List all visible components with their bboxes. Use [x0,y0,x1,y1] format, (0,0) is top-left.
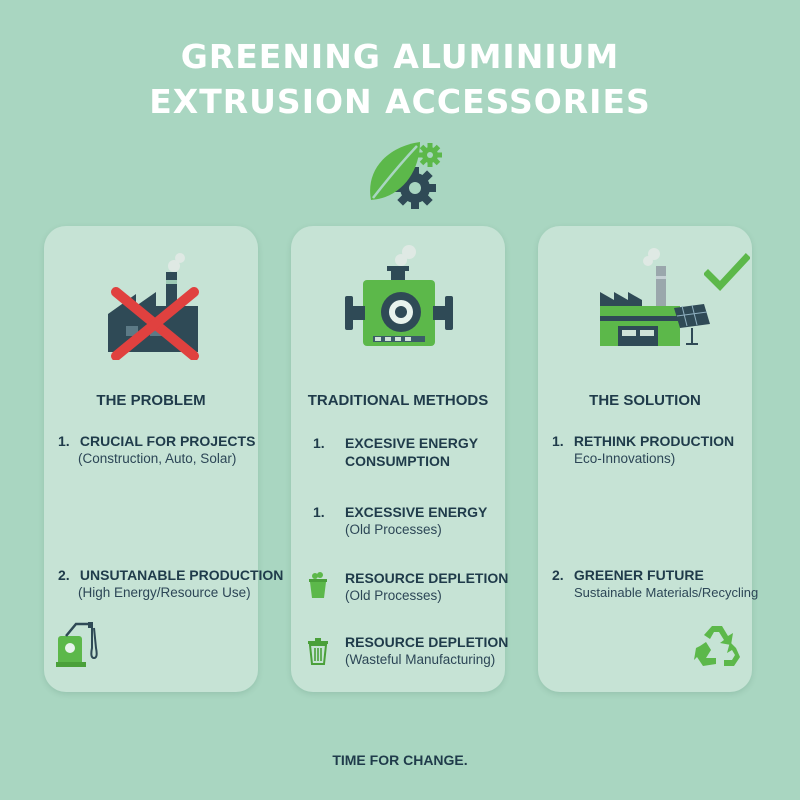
item-subtitle: Sustainable Materials/Recycling [574,585,759,600]
traditional-card: TRADITIONAL METHODS 1. EXCESIVE ENERGY C… [291,226,508,692]
list-item: 1. RETHINK PRODUCTION Eco-Innovations) [552,432,752,468]
item-subtitle: (High Energy/Resource Use) [78,585,251,600]
item-title: EXCESIVE ENERGY [345,435,479,451]
industrial-machine-icon [345,245,453,346]
item-title: 1. CRUCIAL FOR PROJECTS [58,433,256,449]
page-title: GREENING ALUMINIUM EXTRUSION ACCESSORIES [0,34,800,124]
card-heading: THE SOLUTION [589,392,701,409]
item-subtitle: (Old Processes) [345,522,442,537]
item-title: 2. GREENER FUTURE [552,567,704,583]
solution-card: THE SOLUTION 1. RETHINK PRODUCTION Eco-I… [538,226,759,692]
list-item: 2. GREENER FUTURE Sustainable Materials/… [552,566,759,602]
title-line-1: GREENING ALUMINIUM [180,37,620,76]
trash-can-icon [308,638,328,665]
item-title: EXCESSIVE ENERGY [345,504,488,520]
item-title: RESOURCE DEPLETION [345,634,509,650]
card-heading: TRADITIONAL METHODS [307,392,489,409]
recycle-icon [694,626,740,666]
item-number: 1. [313,504,325,520]
item-subtitle: (Wasteful Manufacturing) [345,652,496,667]
list-item: 2. UNSUTANABLE PRODUCTION (High Energy/R… [58,566,284,602]
fuel-pump-icon [56,622,98,667]
footer-tagline: TIME FOR CHANGE. [332,752,468,768]
card-heading: THE PROBLEM [96,392,206,409]
item-title: RESOURCE DEPLETION [345,570,509,586]
item-subtitle: (Old Processes) [345,588,442,603]
title-line-2: EXTRUSION ACCESSORIES [149,82,651,121]
full-bin-icon [309,572,327,598]
leaf-gear-icon [370,142,442,209]
item-title: 2. UNSUTANABLE PRODUCTION [58,567,284,583]
green-factory-solar-icon [600,248,710,346]
item-subtitle: (Construction, Auto, Solar) [78,451,237,466]
problem-card: THE PROBLEM 1. CRUCIAL FOR PROJECTS (Con… [44,226,284,692]
crossed-factory-icon [108,253,199,360]
item-title-line-2: CONSUMPTION [345,453,450,469]
item-title: 1. RETHINK PRODUCTION [552,433,735,449]
check-icon [704,253,750,292]
item-number: 1. [313,435,325,451]
list-item: 1. CRUCIAL FOR PROJECTS (Construction, A… [58,432,258,468]
item-subtitle: Eco-Innovations) [574,451,676,466]
